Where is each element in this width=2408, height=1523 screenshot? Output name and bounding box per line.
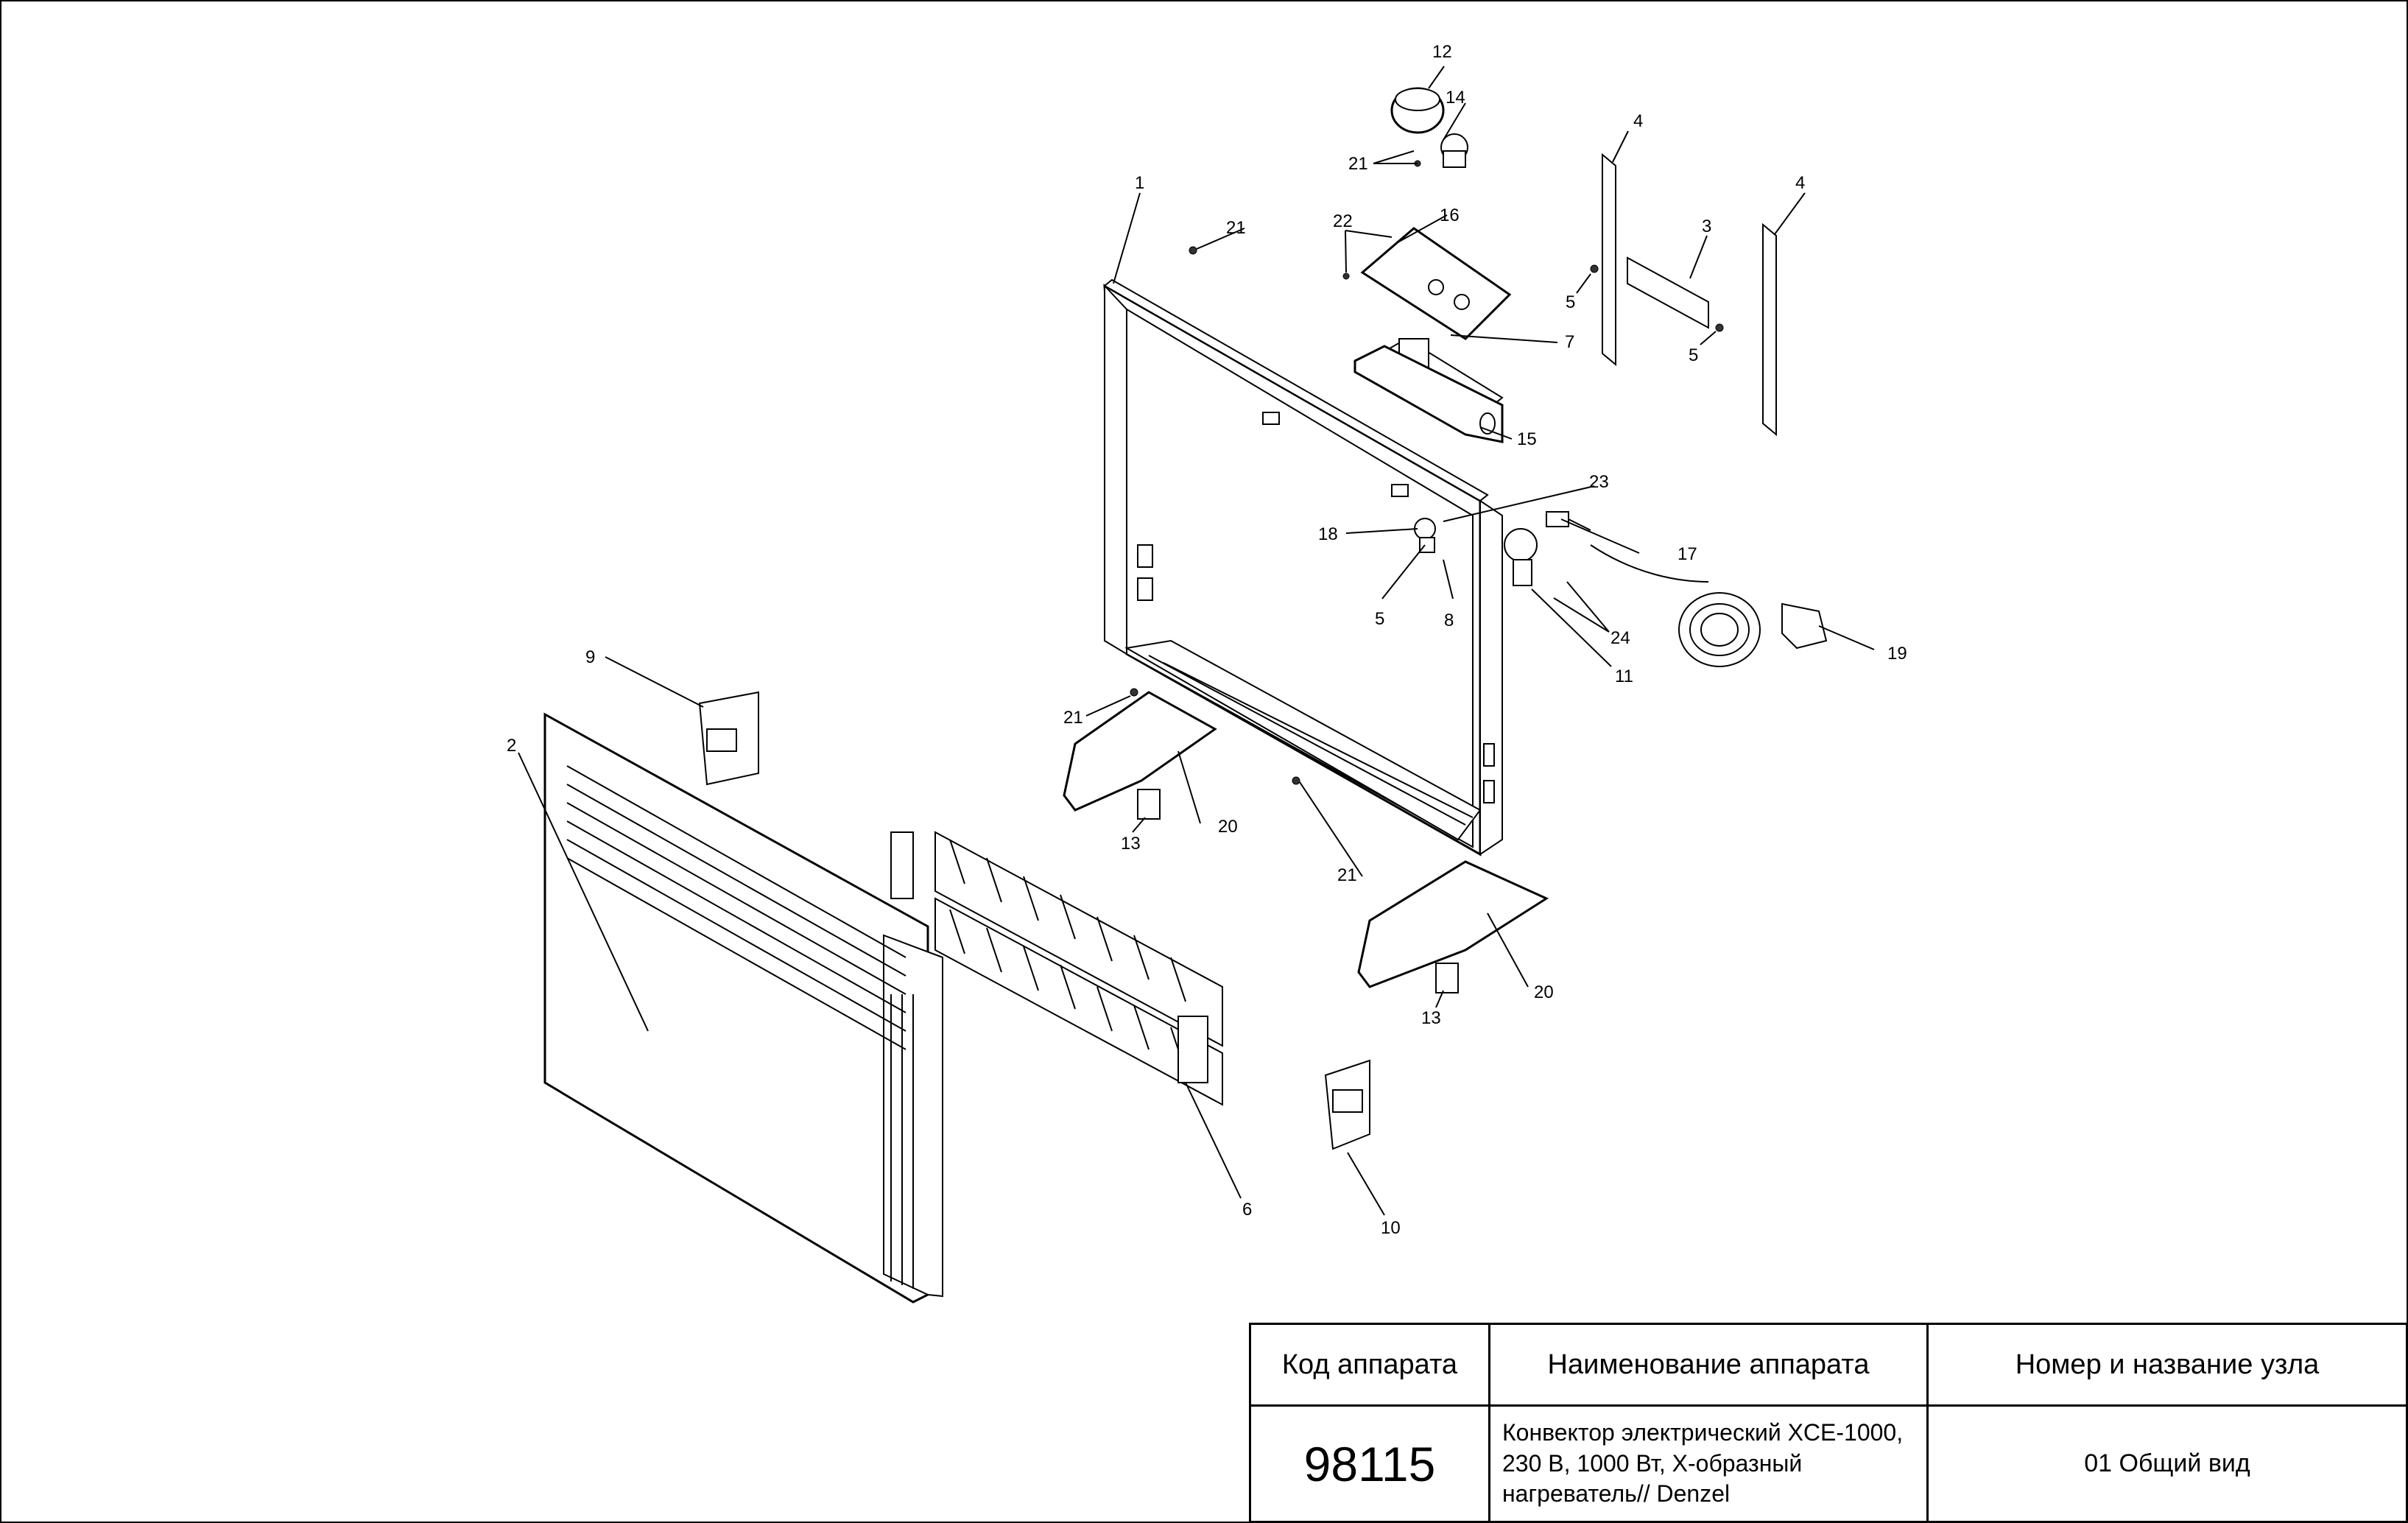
callout-7: 7 [1565, 332, 1574, 352]
node-name: 01 Общий вид [1926, 1404, 2408, 1523]
callout-19: 19 [1887, 644, 1907, 664]
callout-5: 5 [1375, 609, 1384, 629]
part-20-foot-right [1357, 860, 1549, 988]
callout-13: 13 [1121, 834, 1141, 854]
part-20-foot-left [1063, 691, 1217, 812]
callout-21: 21 [1337, 865, 1357, 885]
part-4-right-strip [1762, 222, 1777, 437]
screw-21 [1130, 688, 1138, 697]
callout-8: 8 [1444, 611, 1454, 630]
callout-22: 22 [1333, 211, 1353, 231]
callout-5: 5 [1689, 345, 1698, 365]
callout-21: 21 [1226, 218, 1246, 238]
part-1-body-frame [1103, 278, 1503, 857]
part-3-plate [1627, 256, 1709, 329]
header-device-code: Код аппарата [1249, 1323, 1490, 1407]
part-13-clip-left [1137, 789, 1161, 820]
part-6-heating-element [890, 831, 1223, 1106]
callout-3: 3 [1702, 217, 1711, 236]
callout-10: 10 [1381, 1218, 1401, 1238]
callout-9: 9 [585, 647, 595, 667]
part-10-wall-bracket [1324, 1059, 1370, 1150]
callout-13: 13 [1421, 1008, 1441, 1028]
part-9-wall-bracket [698, 691, 759, 786]
callout-labels: 1 2 3 4 4 5 5 5 6 7 8 9 10 11 12 13 13 1… [507, 42, 1907, 1238]
part-15-control-housing [1353, 345, 1504, 443]
callout-15: 15 [1517, 429, 1537, 449]
callout-4: 4 [1795, 173, 1805, 193]
callout-23: 23 [1589, 472, 1609, 492]
part-19-power-cord [1590, 544, 1828, 667]
title-block: Код аппарата Наименование аппарата Номер… [1249, 1323, 2408, 1523]
callout-18: 18 [1318, 524, 1338, 544]
callout-1: 1 [1135, 173, 1144, 193]
body-bottom-grille [1124, 639, 1482, 841]
leader-lines [518, 66, 1875, 1216]
callout-4: 4 [1633, 111, 1643, 131]
screw-5 [1715, 323, 1724, 332]
callout-16: 16 [1440, 205, 1460, 225]
callout-21: 21 [1063, 708, 1083, 728]
screw-5 [1590, 264, 1599, 273]
part-17-cord-gland [1546, 511, 1591, 531]
part-14-thermostat [1440, 133, 1468, 168]
part-4-left-strip [1602, 152, 1616, 367]
part-2-front-panel [543, 712, 943, 1304]
callout-20: 20 [1218, 817, 1238, 837]
callout-2: 2 [507, 736, 516, 756]
title-block-header-row: Код аппарата Наименование аппарата Номер… [1249, 1323, 2408, 1407]
part-12-knob [1390, 87, 1445, 134]
part-18-pilot-lamp [1414, 518, 1436, 553]
screw-21 [1189, 246, 1197, 255]
part-11-thermal-switch [1504, 528, 1538, 586]
callout-12: 12 [1432, 42, 1452, 62]
screw-21 [1292, 776, 1300, 785]
callout-17: 17 [1677, 544, 1697, 564]
callout-5: 5 [1566, 292, 1575, 312]
header-node: Номер и название узла [1926, 1323, 2408, 1407]
part-16-cover-plate [1360, 227, 1512, 340]
callout-20: 20 [1534, 982, 1554, 1002]
part-13-clip-right [1435, 963, 1459, 993]
front-panel-louvres [566, 765, 906, 1050]
callout-11: 11 [1615, 666, 1633, 686]
title-block-value-row: 98115 Конвектор электрический XCE-1000, … [1249, 1404, 2408, 1523]
device-code: 98115 [1249, 1404, 1490, 1523]
callout-14: 14 [1446, 88, 1465, 108]
callout-24: 24 [1610, 628, 1630, 648]
callout-6: 6 [1242, 1200, 1252, 1220]
header-device-name: Наименование аппарата [1488, 1323, 1929, 1407]
device-name: Конвектор электрический XCE-1000, 230 В,… [1488, 1404, 1929, 1523]
screw-22 [1342, 272, 1350, 280]
callout-21: 21 [1348, 154, 1368, 174]
